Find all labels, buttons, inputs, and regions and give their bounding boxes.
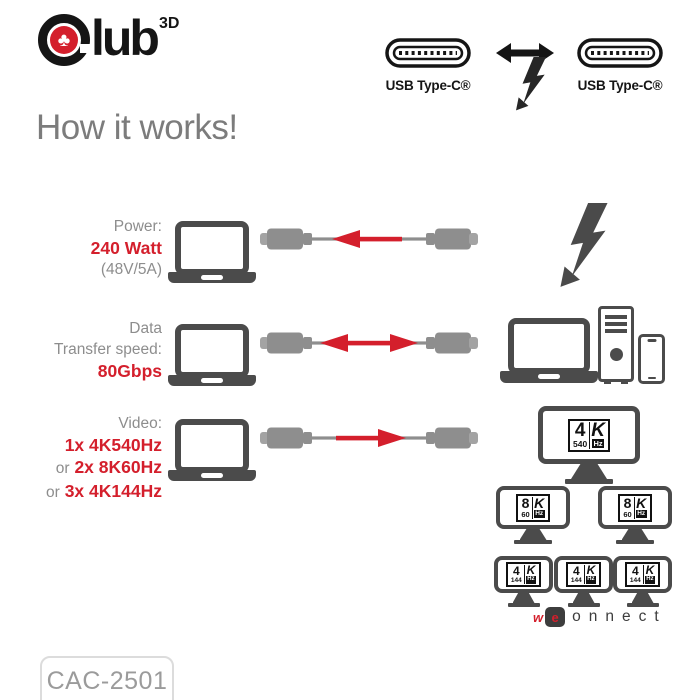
wconnect-e-badge-icon: e [545,607,566,627]
laptop-base [168,375,256,386]
laptop-base [168,272,256,283]
logo-3d-superscript: 3D [158,15,180,32]
laptop-icon [168,221,256,283]
usb-c-connector-icon [385,38,471,68]
pc-tower-icon [598,306,634,384]
laptop-screen [175,419,249,473]
power-value: 240 Watt [90,238,162,258]
data-value: 80Gbps [97,361,162,381]
usb-c-label-right: USB Type-C® [577,78,663,93]
usb-c-connector-right: USB Type-C® [575,38,665,93]
product-code-badge: CAC-2501 [40,656,174,700]
data-label-1: Data [129,320,162,337]
arrow-tail [357,236,402,242]
laptop-screen [175,324,249,378]
smartphone-icon [638,334,665,384]
power-sub: (48V/5A) [100,261,162,278]
wconnect-logo: w e onnect [533,607,667,627]
right-arrowhead [378,429,406,447]
video-label-block: Video: 1x 4K540Hz or 2x 8K60Hz or 3x 4K1… [25,413,162,504]
or-word: or [55,460,70,477]
power-label-block: Power: 240 Watt (48V/5A) [25,216,162,280]
usb-c-label-left: USB Type-C® [385,78,471,93]
wconnect-rest: onnect [572,608,667,625]
logo-wordmark: lub [91,10,160,66]
laptop-icon [168,324,256,386]
left-arrowhead [332,230,360,248]
laptop-screen [508,318,590,374]
video-value-1: 1x 4K540Hz [64,435,162,455]
power-label: Power: [113,218,162,235]
wconnect-w: w [533,609,544,625]
usb-cable-arrow-left [260,228,478,250]
laptop-icon [168,419,256,481]
logo-c-ring: ♣ [38,14,91,66]
laptop-icon [500,318,598,383]
laptop-screen [175,221,249,275]
arrow-tail [345,340,393,346]
lightning-icon [516,57,546,111]
page-title: How it works! [36,108,238,147]
club-suit-icon: ♣ [50,26,78,54]
usb-cable-arrow-right [260,427,478,449]
data-label-block: Data Transfer speed: 80Gbps [25,318,162,382]
product-code: CAC-2501 [46,667,168,695]
laptop-base [500,371,598,383]
left-arrowhead [320,334,348,352]
video-value-2: or 2x 8K60Hz [55,457,162,477]
or-word: or [46,484,60,501]
club3d-logo: ♣ lub 3D [38,10,180,66]
power-lightning-icon [560,203,608,287]
usb-cable-arrow-both [260,332,478,354]
tower-power-knob [609,347,623,361]
usb-c-connector-icon [577,38,663,68]
usb-c-connector-left: USB Type-C® [383,38,473,93]
data-label-2: Transfer speed: [54,341,162,358]
video-label: Video: [118,415,162,432]
arrow-tail [336,435,381,441]
right-arrowhead [390,334,418,352]
video-value-3: or 3x 4K144Hz [46,481,162,501]
laptop-base [168,470,256,481]
